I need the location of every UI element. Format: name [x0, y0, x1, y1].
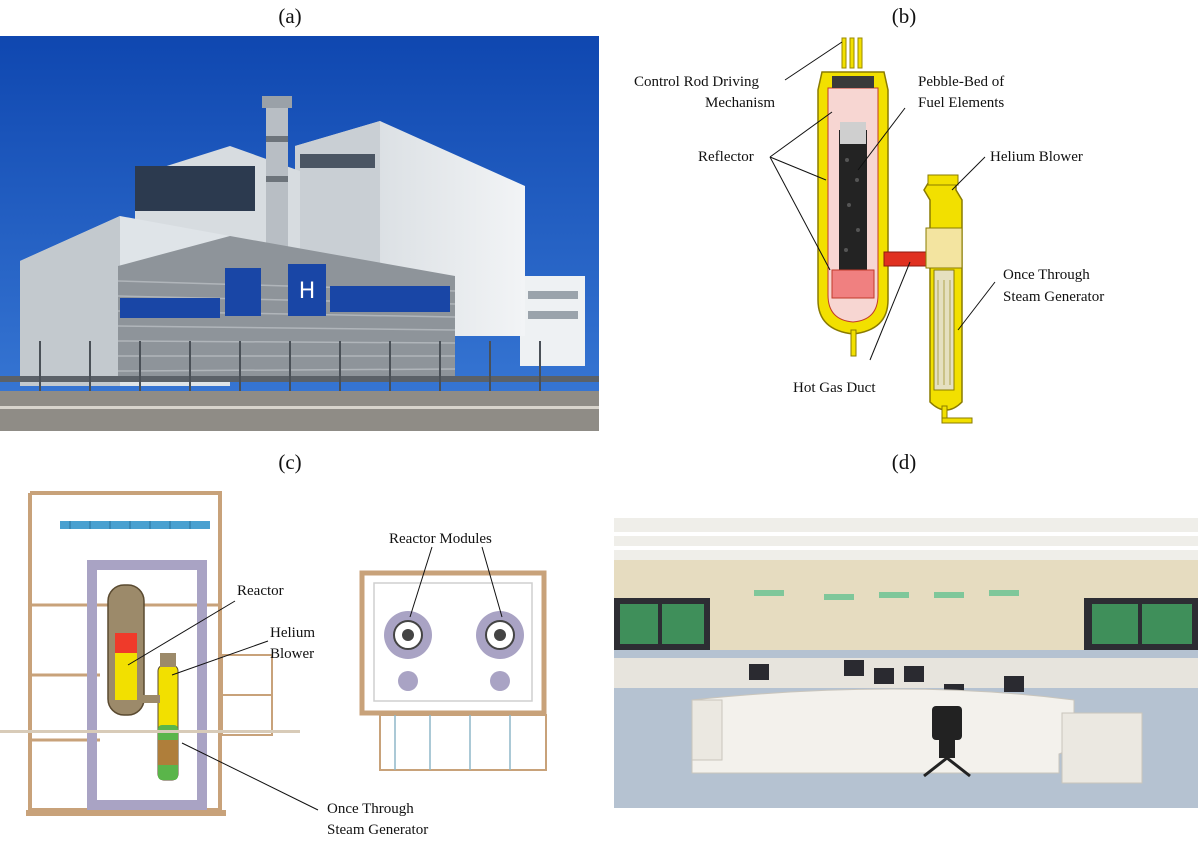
reactor-building-diagram	[0, 491, 547, 816]
label-reactor-modules: Reactor Modules	[389, 531, 492, 547]
label-otsg-c-line2: Steam Generator	[327, 822, 429, 838]
label-otsg-b-line1: Once Through	[1003, 267, 1090, 283]
label-pebble-line2: Fuel Elements	[918, 95, 1005, 111]
label-reactor: Reactor	[237, 583, 284, 599]
label-otsg-b-line2: Steam Generator	[1003, 289, 1105, 305]
label-helium-blower-b: Helium Blower	[990, 149, 1083, 165]
label-crdm-line1: Control Rod Driving	[634, 74, 760, 90]
label-otsg-c-line1: Once Through	[327, 801, 414, 817]
panel-letter-d: (d)	[891, 450, 917, 474]
panel-letter-a: (a)	[278, 4, 302, 28]
panel-letter-c: (c)	[278, 450, 302, 474]
reactor-cutaway-diagram	[769, 37, 996, 424]
label-reflector: Reflector	[698, 149, 754, 165]
label-hot-gas-duct: Hot Gas Duct	[793, 380, 876, 396]
panel-letter-b: (b)	[891, 4, 917, 28]
control-room-photo	[614, 518, 1198, 808]
plant-photo: H	[0, 36, 599, 431]
label-helium-c-line1: Helium	[270, 625, 315, 641]
label-helium-c-line2: Blower	[270, 646, 315, 662]
label-crdm-line2: Mechanism	[705, 95, 775, 111]
label-pebble-line1: Pebble-Bed of	[918, 74, 1005, 90]
svg-text:H: H	[299, 279, 316, 304]
